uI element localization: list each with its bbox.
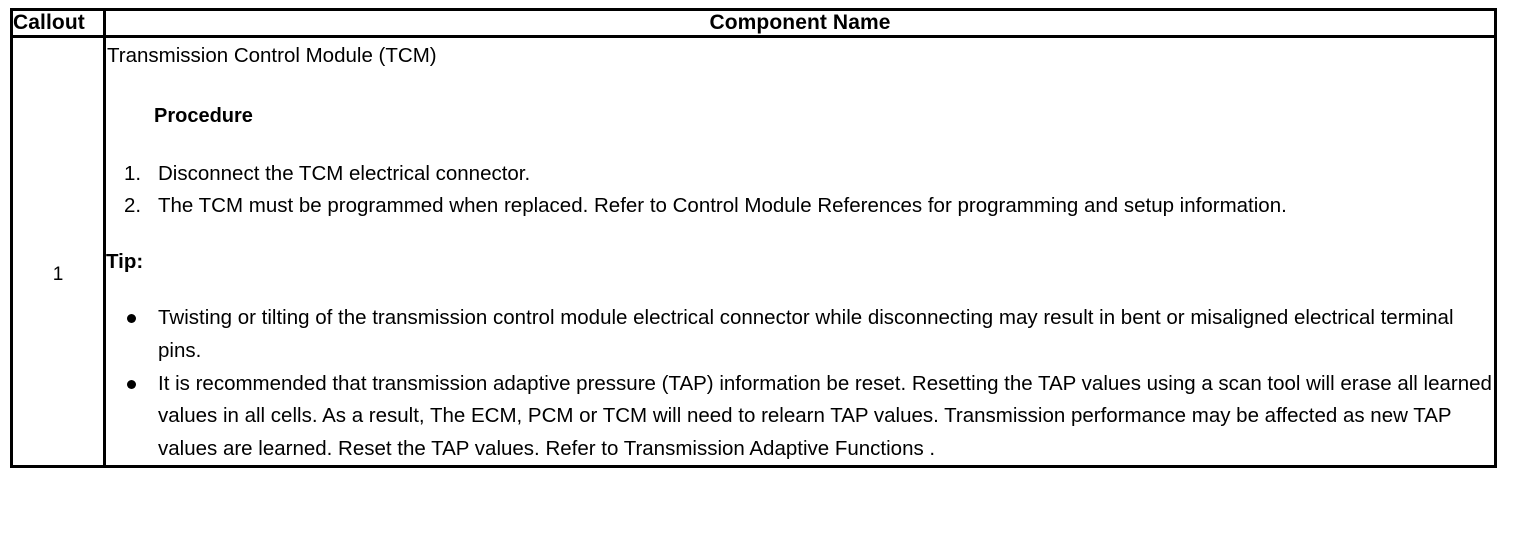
tip-list-item: Twisting or tilting of the transmission … [106, 302, 1494, 367]
table-header: Callout Component Name [10, 8, 1497, 38]
tip-list-item: It is recommended that transmission adap… [106, 368, 1494, 465]
table-body: 1 Transmission Control Module (TCM) Proc… [10, 34, 1497, 469]
component-content-cell: Transmission Control Module (TCM) Proced… [103, 34, 1497, 469]
bullet-icon [127, 314, 136, 324]
procedure-step: The TCM must be programmed when replaced… [124, 190, 1287, 223]
bullet-icon [127, 380, 136, 389]
procedure-list: Disconnect the TCM electrical connector.… [106, 158, 1494, 223]
tip-heading: Tip: [106, 249, 144, 273]
tip-list: Twisting or tilting of the transmission … [106, 302, 1494, 465]
column-header-callout: Callout [10, 8, 106, 38]
callout-cell: 1 [10, 34, 106, 469]
table-row: 1 Transmission Control Module (TCM) Proc… [10, 34, 1497, 469]
tip-item-text: Twisting or tilting of the transmission … [158, 306, 1454, 362]
tip-item-text: It is recommended that transmission adap… [158, 372, 1492, 460]
column-header-component-name: Component Name [103, 8, 1497, 38]
callout-number: 1 [52, 264, 64, 285]
module-title: Transmission Control Module (TCM) [107, 44, 437, 67]
component-table: Callout Component Name 1 Transmission Co… [10, 8, 1497, 469]
procedure-step: Disconnect the TCM electrical connector. [124, 158, 531, 191]
table-header-row: Callout Component Name [10, 8, 1497, 38]
component-table-container: Callout Component Name 1 Transmission Co… [10, 8, 1497, 469]
procedure-heading: Procedure [154, 104, 253, 127]
